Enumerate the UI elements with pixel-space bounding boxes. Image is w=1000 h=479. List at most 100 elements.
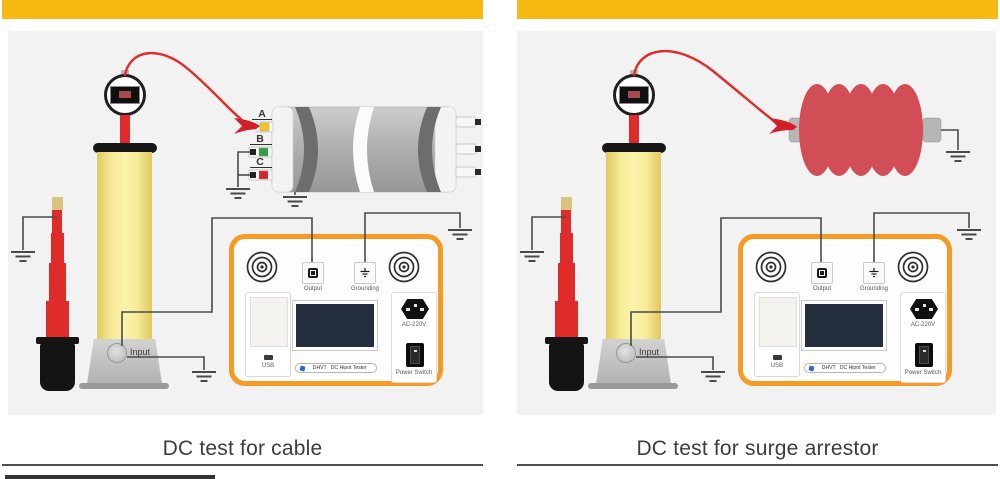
meter-digits (628, 91, 640, 98)
power-column: AC-220V Power Switch (391, 292, 437, 383)
tester-screen (292, 300, 378, 351)
ground-icon (520, 251, 544, 262)
panel-surge-arrestor: Output Grounding USB DHVT DC Hipot Teste… (517, 0, 998, 479)
brand-logo-icon (299, 364, 306, 372)
meter-display (110, 86, 140, 104)
input-label: Input (639, 347, 660, 357)
power-label: Power Switch (395, 370, 433, 376)
hipot-tester: Output Grounding USB DHVT DC Hipot Teste… (738, 234, 952, 386)
cable-specimen: A B C (248, 106, 481, 193)
fan-icon (245, 250, 279, 284)
discharge-rod (52, 210, 62, 234)
caption-underline (517, 464, 998, 466)
brand-logo-icon (808, 364, 815, 372)
hv-cylinder (606, 152, 661, 370)
input-label: Input (130, 347, 151, 357)
ground-icon (946, 151, 970, 162)
header-bar (2, 0, 483, 19)
header-bar (517, 0, 998, 19)
phase-b-stub (248, 146, 273, 158)
phase-label-b: B (256, 133, 264, 145)
output-label: Output (812, 286, 831, 292)
rod-handle (36, 337, 79, 344)
ground-icon (701, 371, 725, 382)
hv-meter (613, 74, 655, 116)
ac-label: AC-220V (910, 322, 936, 328)
discharge-rod (561, 210, 571, 234)
fan-icon (387, 250, 421, 284)
input-terminal (107, 343, 127, 363)
printer-panel: USB (754, 292, 800, 377)
hv-rod (120, 115, 130, 146)
hipot-tester: Output Grounding USB DHVT DC Hipot Teste… (229, 234, 443, 386)
usb-icon (773, 355, 782, 360)
ac-label: AC-220V (401, 322, 427, 328)
diagram-cable: Output Grounding USB DHVT DC Hipot Teste… (8, 31, 483, 415)
screen-display (805, 304, 883, 347)
rod-handle (545, 337, 588, 344)
output-terminal (811, 262, 833, 284)
diagram-surge-arrestor: Output Grounding USB DHVT DC Hipot Teste… (517, 31, 996, 415)
ac-socket-icon (401, 299, 429, 319)
brand-label: DHVT DC Hipot Tester (313, 365, 367, 371)
cylinder-cap (93, 143, 157, 153)
surge-arrestor (788, 84, 942, 176)
ground-icon (192, 371, 216, 382)
ground-icon (226, 188, 250, 199)
meter-digits (119, 91, 131, 98)
power-switch (915, 343, 933, 367)
phase-b-ground-wire (237, 151, 250, 187)
phase-a-stub (255, 121, 274, 133)
ground-icon (957, 229, 981, 240)
rod-tip (52, 197, 63, 210)
discharge-rod (51, 233, 64, 264)
discharge-rod (560, 233, 573, 264)
rod-handle (549, 343, 584, 391)
ground-icon (448, 229, 472, 240)
printer-paper-door (759, 297, 797, 347)
ground-icon (869, 268, 879, 278)
cylinder-cap (602, 143, 666, 153)
phase-label-c: C (256, 156, 264, 168)
arrestor-ground-wire (941, 129, 959, 150)
clamp-icon (234, 118, 260, 134)
caption-underline (2, 464, 483, 466)
output-icon (817, 268, 827, 278)
usb-label: USB (770, 363, 784, 369)
meter-display (619, 86, 649, 104)
usb-label: USB (261, 363, 275, 369)
ac-socket-icon (910, 299, 938, 319)
discharge-rod (558, 263, 575, 302)
cable-band (418, 107, 441, 192)
output-label: Output (303, 286, 322, 292)
cylinder-plate (588, 383, 678, 389)
fan-icon (896, 250, 930, 284)
phase-label-a: A (258, 108, 266, 120)
partial-bottom-line (5, 475, 215, 479)
cable-right-stubs (455, 116, 481, 178)
ground-icon (11, 251, 35, 262)
brand-label: DHVT DC Hipot Tester (822, 365, 876, 371)
power-column: AC-220V Power Switch (900, 292, 946, 383)
screen-display (296, 304, 374, 347)
phase-c-stub (248, 169, 273, 181)
hv-cable (632, 49, 781, 127)
hv-rod (629, 115, 639, 146)
discharge-rod (46, 301, 69, 339)
rod-handle (40, 343, 75, 391)
ground-icon (283, 196, 307, 207)
rod-tip (561, 197, 572, 210)
discharge-rod (49, 263, 66, 302)
brand-pill: DHVT DC Hipot Tester (804, 363, 886, 373)
printer-panel: USB (245, 292, 291, 377)
discharge-rod (555, 301, 578, 339)
brand-pill: DHVT DC Hipot Tester (295, 363, 377, 373)
caption-cable: DC test for cable (162, 437, 323, 460)
grounding-label: Grounding (350, 286, 380, 292)
cable-band (295, 107, 318, 192)
tester-screen (801, 300, 887, 351)
hv-meter (104, 74, 146, 116)
grounding-terminal (863, 262, 885, 284)
fan-icon (754, 250, 788, 284)
